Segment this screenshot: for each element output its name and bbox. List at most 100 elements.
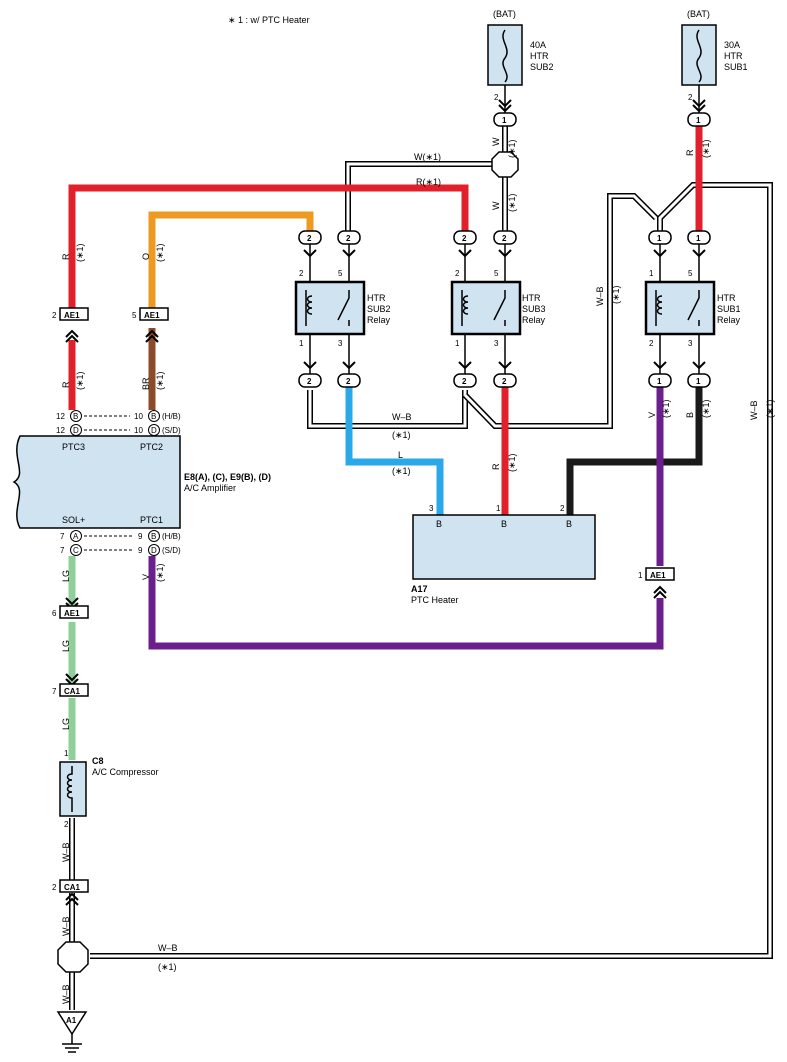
pill-connectors: 1 1 2 2 2 2 1 1 2 2 2 2 1 1 — [298, 112, 711, 388]
heater-pin: 3 — [429, 504, 434, 513]
wire-label: R — [61, 253, 71, 260]
connector-pill — [687, 112, 711, 127]
wire-black-heater — [566, 386, 703, 518]
wire-label: W–B — [61, 916, 71, 936]
fuse-30a-rating: 30A — [724, 40, 740, 50]
amp-pin-number: 7 — [60, 546, 65, 555]
relay-sub2-pin: 2 — [299, 269, 304, 278]
connector-pill — [453, 230, 477, 245]
ac-amplifier: PTC3 PTC2 SOL+ PTC1 E8(A), (C), E9(B), (… — [12, 435, 271, 529]
connector-pin: 7 — [52, 687, 57, 696]
connector-pill — [337, 230, 361, 245]
wire-label: (∗1) — [155, 371, 165, 390]
wire-red-ptc3 — [68, 184, 469, 308]
relay-sub3-label-3: Relay — [522, 315, 546, 325]
wire-label: (∗1) — [701, 139, 711, 158]
relay-sub2-pin: 5 — [338, 269, 343, 278]
amp-pin-number: 10 — [134, 412, 143, 421]
amp-pin-rows: 12 B 10 B (H/B) 12 D 10 D (S/D) 7 A 9 B — [56, 410, 181, 556]
relay-sub1-label-3: Relay — [717, 315, 741, 325]
wire-label: (∗1) — [661, 399, 671, 418]
wire-label: W–B — [749, 400, 759, 420]
compressor-code: C8 — [92, 756, 104, 766]
amp-pin-variant: (H/B) — [162, 532, 181, 541]
connector-pin: 1 — [638, 571, 643, 580]
connector-label: CA1 — [64, 687, 81, 696]
relay-sub3-pin: 1 — [455, 339, 460, 348]
amp-pin-number: 9 — [138, 532, 143, 541]
amp-terminal-ptc2: PTC2 — [140, 442, 163, 452]
amp-pin-row: 7 A 9 B (H/B) — [60, 530, 181, 542]
connector-label: AE1 — [64, 311, 80, 320]
pill-label: 1 — [502, 116, 507, 125]
wire-label: W — [491, 137, 501, 146]
relay-sub3-label-1: HTR — [522, 293, 541, 303]
ground-icon — [62, 1034, 82, 1053]
wire-label: V — [141, 574, 151, 580]
amp-pin-row: 12 D 10 D (S/D) — [56, 424, 181, 436]
relay-sub2-label-2: SUB2 — [367, 304, 391, 314]
splice-octagon — [491, 151, 519, 178]
fuse-30a-bat-label: (BAT) — [687, 9, 710, 19]
connector-ca1-top — [59, 683, 89, 697]
fuse-30a-label-2: SUB1 — [724, 62, 748, 72]
relay-sub3-label-2: SUB3 — [522, 304, 546, 314]
amp-pin-letter: D — [73, 426, 79, 435]
fuse-40a: (BAT) 40A HTR SUB2 2 — [487, 9, 554, 102]
connector-ae1-r — [59, 307, 89, 321]
wire-label: R — [61, 381, 71, 388]
wire-label: W — [491, 201, 501, 210]
relay-sub1-pin: 5 — [688, 269, 693, 278]
wire-label: (∗1) — [701, 399, 711, 418]
fuse-icon — [696, 29, 702, 83]
connector-ae1-lg — [59, 605, 89, 619]
wire-blue-heater — [345, 386, 444, 518]
wire-label: (∗1) — [392, 430, 411, 440]
wb-harness — [69, 182, 773, 1010]
amp-pin-number: 12 — [56, 412, 65, 421]
wire-label: L — [398, 450, 403, 460]
connector-ca1-bot — [59, 879, 89, 893]
wire-label: W–B — [158, 943, 178, 953]
pill-label: 1 — [657, 377, 662, 386]
amp-terminal-sol: SOL+ — [62, 515, 85, 525]
fuse-30a-label-1: HTR — [724, 51, 743, 61]
fuse-40a-rating: 40A — [530, 40, 546, 50]
amp-pin-variant: (H/B) — [162, 412, 181, 421]
wire-label: O — [141, 253, 151, 260]
amp-pin-row: 7 C 9 D (S/D) — [60, 544, 181, 556]
ground-a1: A1 — [56, 1011, 88, 1053]
wire-label: (∗1) — [155, 243, 165, 262]
pill-label: 2 — [502, 377, 507, 386]
ground-label: A1 — [66, 1016, 77, 1025]
amp-pin-letter: A — [73, 532, 79, 541]
ground-splice-octagon — [57, 941, 89, 973]
connector-label: AE1 — [144, 311, 160, 320]
pill-label: 1 — [657, 234, 662, 243]
wire-label: W–B — [61, 842, 71, 862]
wire-label: (∗1) — [611, 285, 621, 304]
amp-pin-number: 10 — [134, 426, 143, 435]
wire-label: R(∗1) — [416, 177, 441, 187]
connector-pill — [337, 373, 361, 388]
wire-orange-ptc2 — [148, 211, 314, 308]
wire-label: BR — [141, 377, 151, 390]
pill-label: 2 — [462, 234, 467, 243]
chevron-markers — [65, 99, 706, 906]
connector-label: CA1 — [64, 883, 81, 892]
wire-label: (∗1) — [75, 371, 85, 390]
heater-code: A17 — [411, 584, 428, 594]
connector-pin: 2 — [52, 883, 57, 892]
heater-name: PTC Heater — [411, 595, 459, 605]
amp-pin-letter: D — [151, 546, 157, 555]
fuse-40a-pin: 2 — [494, 93, 499, 102]
connector-pill — [493, 112, 517, 127]
wire-label: V — [647, 412, 657, 418]
heater-pin: 1 — [496, 504, 501, 513]
heater-pin: 2 — [560, 504, 565, 513]
wire-label: (∗1) — [158, 962, 177, 972]
connector-ae1-o — [139, 307, 169, 321]
connector-label: AE1 — [64, 609, 80, 618]
amp-pin-letter: D — [151, 426, 157, 435]
coil-icon — [66, 766, 73, 812]
